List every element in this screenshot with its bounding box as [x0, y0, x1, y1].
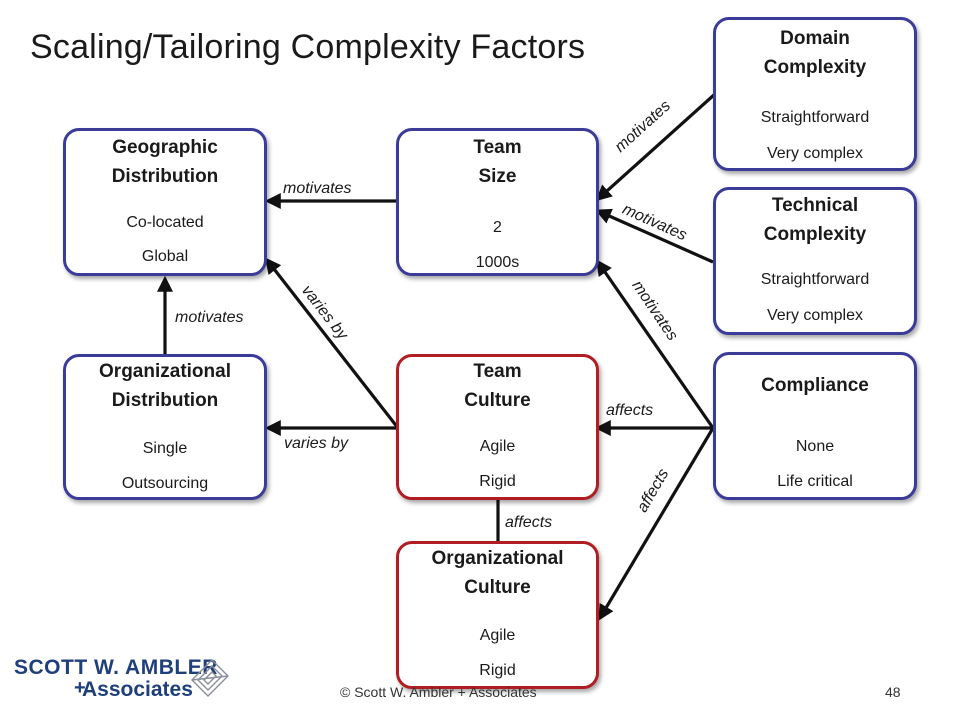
logo-text-line-1: SCOTT W. AMBLER [14, 656, 218, 679]
box-title-line-2: Distribution [111, 390, 219, 411]
edge-label-orgdist-geo: motivates [175, 309, 244, 326]
box-domain-complexity: Domain Complexity Straightforward Very c… [713, 17, 917, 171]
logo-text-line-2: Associates [82, 678, 193, 701]
edge-label-teamculture-orgculture: affects [505, 514, 553, 531]
box-compliance: Compliance None Life critical [713, 352, 917, 500]
box-team-culture: Team Culture Agile Rigid [396, 354, 599, 500]
box-team-size: Team Size 2 1000s [396, 128, 599, 276]
logo-icon [191, 659, 229, 697]
scale-min-label: Co-located [126, 214, 204, 231]
scale-max-label: Very complex [766, 145, 864, 162]
scale-max-label: Rigid [479, 662, 516, 679]
scale-min-label: Agile [479, 627, 516, 644]
scale-min-label: Straightforward [760, 271, 870, 288]
box-title-line-2: Culture [464, 390, 531, 411]
box-title-line-1: Organizational [99, 361, 231, 382]
box-title-line-1: Organizational [431, 548, 564, 569]
box-technical-complexity: Technical Complexity Straightforward Ver… [713, 187, 917, 335]
box-title-line-2: Distribution [111, 166, 219, 187]
scale-max-label: Life critical [777, 473, 853, 490]
page-number: 48 [885, 684, 901, 700]
box-title-line-2: Complexity [763, 224, 867, 245]
scale-max-label: 1000s [475, 254, 520, 271]
box-title-line-1: Team [473, 361, 522, 382]
scale-min-label: 2 [493, 219, 502, 236]
box-title: Team Size [399, 133, 596, 191]
box-title: Compliance [716, 371, 914, 400]
box-title: Geographic Distribution [66, 133, 264, 191]
box-title-line-1: Domain [780, 28, 850, 49]
scale-max-label: Rigid [479, 473, 516, 490]
box-title: Team Culture [399, 357, 596, 415]
box-geographic-distribution: Geographic Distribution Co-located Globa… [63, 128, 267, 276]
edge-label-teamsize-geo: motivates [283, 180, 352, 197]
box-title-line-2: Size [478, 166, 517, 187]
edge-technical-teamsize [595, 208, 714, 264]
box-title-line-1: Compliance [761, 375, 869, 396]
logo-plus: + [74, 677, 86, 699]
scale-max-label: Global [141, 248, 189, 265]
edge-label-teamculture-orgdist: varies by [284, 435, 349, 452]
page-title: Scaling/Tailoring Complexity Factors [30, 28, 586, 66]
box-title: Domain Complexity [716, 24, 914, 82]
box-title-line-1: Technical [771, 195, 859, 216]
scale-max-label: Outsourcing [121, 475, 209, 492]
edge-domain-teamsize [595, 92, 717, 202]
box-organizational-distribution: Organizational Distribution Single Outso… [63, 354, 267, 500]
box-title: Technical Complexity [716, 191, 914, 249]
edge-compliance-orgculture [598, 427, 715, 621]
scale-max-label: Very complex [766, 307, 864, 324]
copyright-text: © Scott W. Ambler + Associates [340, 684, 537, 700]
scale-min-label: Straightforward [760, 109, 870, 126]
edge-label-compliance-teamculture: affects [606, 402, 654, 419]
edge-compliance-teamsize [596, 259, 715, 429]
company-logo: SCOTT W. AMBLER + Associates [14, 656, 229, 702]
box-organizational-culture: Organizational Culture Agile Rigid [396, 541, 599, 689]
scale-min-label: None [795, 438, 835, 455]
box-title-line-2: Culture [464, 577, 531, 598]
box-title: Organizational Culture [399, 544, 596, 602]
edge-teamculture-geo [265, 257, 400, 429]
scale-min-label: Agile [479, 438, 516, 455]
scale-min-label: Single [142, 440, 188, 457]
box-title-line-1: Geographic [112, 137, 218, 158]
box-title-line-1: Team [473, 137, 522, 158]
box-title: Organizational Distribution [66, 357, 264, 415]
box-title-line-2: Complexity [763, 57, 867, 78]
